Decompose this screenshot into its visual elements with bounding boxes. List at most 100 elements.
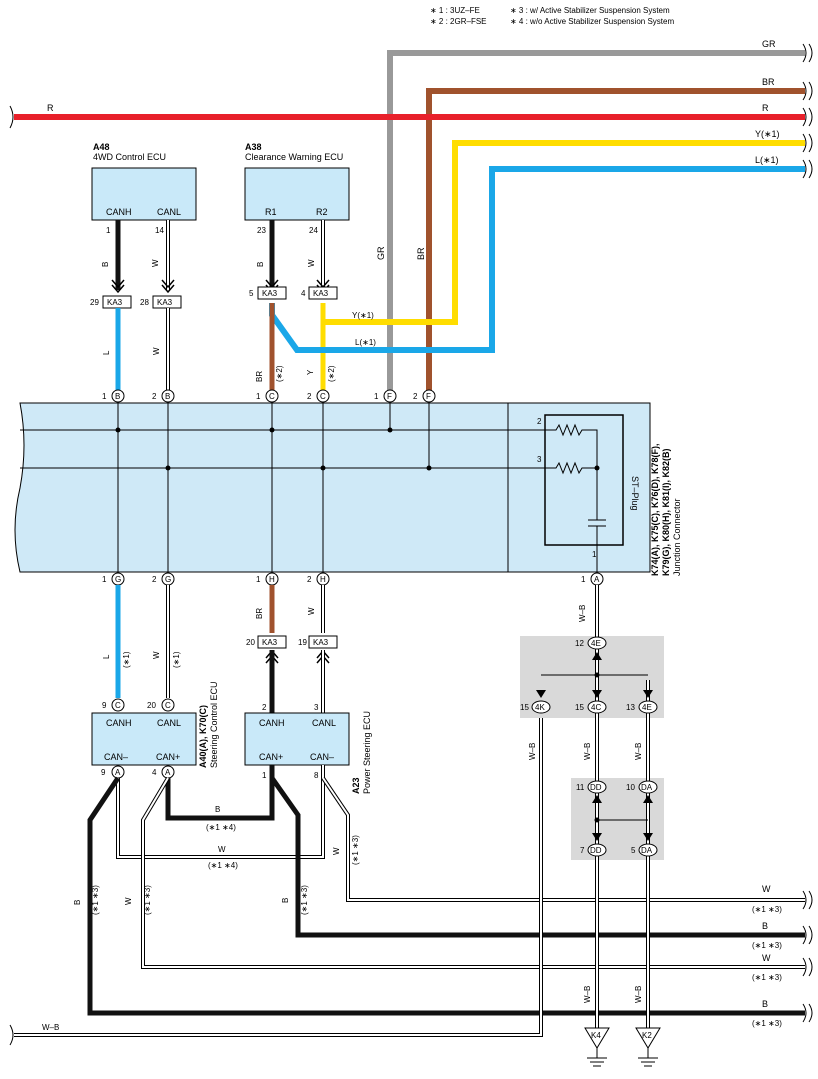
ka3-4-label: KA3: [313, 289, 329, 298]
term-top-b1: B: [115, 392, 120, 401]
st-plug-pin-2: 2: [537, 417, 542, 426]
a48-code: A48: [93, 142, 110, 152]
term-top-b2-num: 2: [152, 392, 157, 401]
a38-pin-r2: R2: [316, 207, 328, 217]
splice-labels: 4E 12 4K 15 4C 15 4E 13 DD 11 DA 10 DD 7…: [520, 636, 658, 857]
term-top-c1-num: 1: [256, 392, 261, 401]
wire-label-wb-left: W–B: [42, 1023, 59, 1032]
wire-label-br: BR: [762, 77, 775, 87]
ground-k2: K2: [635, 1027, 661, 1067]
a23-canm: CAN–: [310, 752, 334, 762]
lower-wire-w-note: (∗1): [172, 651, 181, 668]
upper-wire-y1: Y(∗1): [352, 311, 374, 320]
term-bot-g1-num: 1: [102, 575, 107, 584]
wire-label-r-left: R: [47, 103, 54, 113]
wire-label-b1: B: [762, 921, 768, 931]
a48-wire-b: B: [101, 262, 110, 267]
term-top-b1-num: 1: [102, 392, 107, 401]
wire-label-w1-note: (∗1 ∗3): [752, 905, 782, 914]
st-plug-resistors: [545, 423, 606, 572]
a48-pin-canh: CANH: [106, 207, 132, 217]
st-plug-pin-1: 1: [592, 550, 597, 559]
splice-10: 10: [626, 783, 635, 792]
a23-num-8: 8: [314, 771, 319, 780]
splice-wb-6: W–B: [634, 986, 643, 1003]
term-bot-h1: H: [269, 575, 275, 584]
term-bot-h2: H: [320, 575, 326, 584]
splice-12: 12: [575, 639, 584, 648]
wire-label-w1: W: [762, 884, 771, 894]
a48-num-1: 1: [106, 226, 111, 235]
ground-k4: K4: [584, 1027, 610, 1067]
a48-ecu-box: [91, 167, 197, 221]
junction-bottom-terminals: G 1 G 2 H 1 H 2 A 1: [102, 572, 604, 586]
w-left-label: W: [124, 897, 133, 905]
a40-name-2: Steering Control ECU: [209, 681, 219, 768]
term-top-c2: C: [320, 392, 326, 401]
lower-wire-w2: W: [307, 607, 316, 615]
junction-name-3: Junction Connector: [672, 498, 682, 576]
wire-label-gr: GR: [762, 39, 776, 49]
term-top-f1: F: [387, 392, 392, 401]
a38-num-24: 24: [309, 226, 318, 235]
st-plug-pin-3: 3: [537, 455, 542, 464]
splice-wb-3: W–B: [583, 743, 592, 760]
st-plug-label: ST–Plug: [630, 476, 640, 511]
splice-4k: 4K: [535, 703, 545, 712]
upper-wire-l1: L(∗1): [355, 338, 376, 347]
note-3: ∗ 3 : w/ Active Stabilizer Suspension Sy…: [510, 6, 670, 15]
splice-11: 11: [576, 783, 585, 792]
a40-name-1: A40(A), K70(C): [198, 705, 208, 768]
a40-term-9b: 9: [101, 768, 106, 777]
splice-7: 7: [580, 846, 585, 855]
splice-dd-top: DD: [590, 783, 602, 792]
ka3-28-label: KA3: [157, 298, 173, 307]
w-mid-note: (∗1 ∗4): [208, 861, 238, 870]
splice-da-bottom: DA: [641, 846, 653, 855]
term-bot-a-num: 1: [581, 575, 586, 584]
wire-label-b2: B: [762, 999, 768, 1009]
note-4: ∗ 4 : w/o Active Stabilizer Suspension S…: [510, 17, 674, 26]
b-left-label: B: [73, 900, 82, 905]
term-top-c1: C: [269, 392, 275, 401]
wire-brown: [426, 88, 805, 396]
wire-break-left-r: [9, 105, 14, 129]
wire-label-gr-vert: GR: [376, 246, 386, 260]
wire-w-right: [321, 776, 805, 902]
wire-gray: [387, 50, 805, 396]
term-top-f2-num: 2: [413, 392, 418, 401]
a40-term-a1-letter: A: [115, 768, 121, 777]
b-mid-label: B: [215, 805, 220, 814]
junction-name-2: K79(G), K80(H), K81(I), K82(B): [661, 448, 671, 576]
a38-num-23: 23: [257, 226, 266, 235]
ka3-20-box: [257, 635, 287, 649]
w-left-note: (∗1 ∗3): [143, 885, 152, 915]
a23-num-1: 1: [262, 771, 267, 780]
wire-wb-bottom: [14, 715, 543, 1037]
term-bot-h1-num: 1: [256, 575, 261, 584]
w-mid-label: W: [218, 845, 226, 854]
upper-wire-y-note: (∗2): [327, 365, 336, 382]
junction-name-1: K74(A), K75(C), K76(D), K78(F),: [650, 443, 660, 576]
wire-b-left: [87, 776, 805, 1016]
splice-4e-top: 4E: [591, 639, 601, 648]
a40-term-20: 20: [147, 701, 156, 710]
a40-term-c2: [161, 698, 175, 712]
splice-5: 5: [631, 846, 636, 855]
splice-wb-4: W–B: [634, 743, 643, 760]
ka3-lower-chevrons: [265, 649, 330, 664]
splice-dd-bottom: DD: [590, 846, 602, 855]
a40-term-c2-letter: C: [165, 701, 171, 710]
a23-num-2: 2: [262, 703, 267, 712]
term-bot-a: A: [594, 575, 600, 584]
b-right-vert-note: (∗1 ∗3): [300, 885, 309, 915]
a38-code: A38: [245, 142, 262, 152]
junction-connector-box: [14, 402, 651, 573]
wire-b-mid: [165, 765, 275, 821]
a40-term-4b: 4: [152, 768, 157, 777]
upper-wire-br: BR: [255, 371, 264, 382]
ground-k4-label: K4: [591, 1031, 601, 1040]
a23-code: A23: [351, 777, 361, 794]
